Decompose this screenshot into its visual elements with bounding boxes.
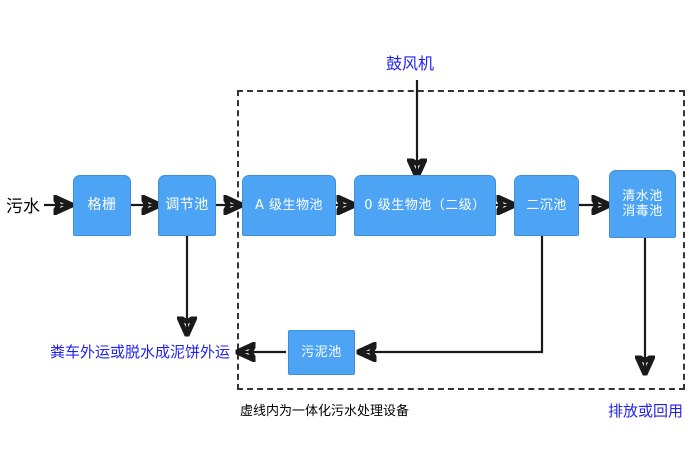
node-clearwater-disinfection-tank[interactable]: 清水池 消毒池 bbox=[609, 170, 676, 238]
boundary-caption: 虚线内为一体化污水处理设备 bbox=[240, 404, 410, 419]
inlet-label: 污水 bbox=[6, 197, 40, 217]
arrow-secondary-to-sludge bbox=[360, 236, 544, 352]
node-a-stage-bioreactor[interactable]: A 级生物池 bbox=[242, 175, 336, 236]
integrated-equipment-boundary bbox=[237, 90, 685, 390]
sludge-haul-label: 粪车外运或脱水成泥饼外运 bbox=[50, 343, 231, 361]
node-grille[interactable]: 格栅 bbox=[73, 175, 131, 236]
node-sludge-tank[interactable]: 污泥池 bbox=[288, 330, 355, 375]
node-regulating-tank[interactable]: 调节池 bbox=[158, 175, 216, 236]
node-secondary-settling-tank[interactable]: 二沉池 bbox=[514, 175, 579, 236]
blower-label: 鼓风机 bbox=[386, 54, 435, 73]
effluent-label: 排放或回用 bbox=[608, 402, 684, 420]
node-o-stage-bioreactor[interactable]: 0 级生物池（二级） bbox=[354, 175, 496, 236]
